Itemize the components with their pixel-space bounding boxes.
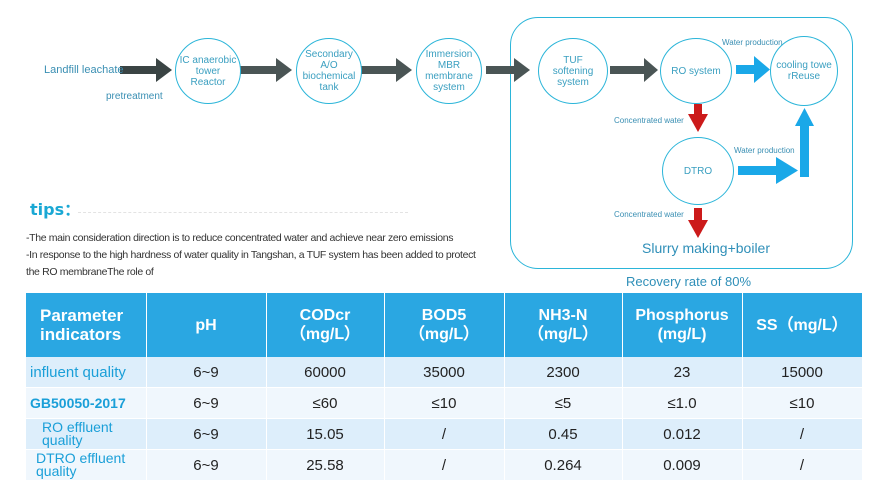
tips-divider — [78, 212, 408, 213]
node-ao-tank: Secondary A/O biochemical tank — [296, 38, 362, 104]
dark-arrow-1 — [120, 58, 172, 82]
cell-bod5: ≤10 — [384, 387, 505, 419]
cell-ss: / — [742, 418, 863, 450]
start-label: Landfill leachate — [44, 64, 124, 76]
cell-nh3n: 0.45 — [504, 418, 623, 450]
node-ro-system: RO system — [660, 38, 732, 104]
dark-arrow-2 — [240, 58, 292, 82]
node-mbr-system: Immersion MBR membrane system — [416, 38, 482, 104]
cell-ss: 15000 — [742, 357, 863, 388]
node-cooling-tower-label: cooling towe rReuse — [776, 60, 832, 82]
row-label: RO effluent quality — [26, 418, 147, 450]
red-arrow-ro-dtro — [688, 104, 708, 132]
dark-arrow-5 — [610, 58, 658, 82]
tips-line-2: -In response to the high hardness of wat… — [26, 249, 476, 261]
table-row: influent quality 6~9 60000 35000 2300 23… — [26, 357, 863, 388]
row-label: influent quality — [26, 357, 147, 388]
recovery-rate-label: Recovery rate of 80% — [626, 274, 752, 289]
node-ic-reactor-label: IC anaerobic tower Reactor — [179, 54, 237, 88]
header-phosphorus: Phosphorus (mg/L) — [622, 293, 743, 357]
cell-bod5: / — [384, 418, 505, 450]
tips-title: tips： — [30, 200, 81, 219]
table-row: GB50050-2017 6~9 ≤60 ≤10 ≤5 ≤1.0 ≤10 — [26, 387, 863, 419]
node-mbr-system-label: Immersion MBR membrane system — [425, 49, 473, 93]
node-ao-tank-label: Secondary A/O biochemical tank — [302, 49, 356, 93]
cell-phosphorus: 23 — [622, 357, 743, 388]
row-label: GB50050-2017 — [26, 387, 147, 419]
cell-ph: 6~9 — [146, 357, 267, 388]
cell-ph: 6~9 — [146, 418, 267, 450]
cell-phosphorus: ≤1.0 — [622, 387, 743, 419]
cell-nh3n: ≤5 — [504, 387, 623, 419]
tips-line-1: -The main consideration direction is to … — [26, 232, 454, 244]
node-ro-system-label: RO system — [671, 65, 721, 77]
header-nh3n: NH3-N （mg/L） — [504, 293, 623, 357]
table-row: RO effluent quality 6~9 15.05 / 0.45 0.0… — [26, 418, 863, 450]
process-frame — [510, 17, 853, 269]
cell-nh3n: 0.264 — [504, 449, 623, 481]
tips-line-3: the RO membraneThe role of — [26, 266, 154, 278]
cell-phosphorus: 0.012 — [622, 418, 743, 450]
cell-ss: / — [742, 449, 863, 481]
cell-codcr: ≤60 — [266, 387, 385, 419]
blue-arrow-dtro-right — [738, 157, 798, 184]
parameter-table: Parameter indicators pH CODcr （mg/L） BOD… — [26, 293, 863, 481]
table-row: DTRO effluent quality 6~9 25.58 / 0.264 … — [26, 449, 863, 481]
header-parameter: Parameter indicators — [26, 293, 147, 357]
node-tuf-system: TUF softening system — [538, 38, 608, 104]
cell-ss: ≤10 — [742, 387, 863, 419]
row-label: DTRO effluent quality — [26, 449, 147, 481]
header-codcr: CODcr （mg/L） — [266, 293, 385, 357]
cell-codcr: 15.05 — [266, 418, 385, 450]
header-bod5: BOD5 （mg/L） — [384, 293, 505, 357]
header-ph: pH — [146, 293, 267, 357]
flow-arrows — [120, 56, 814, 238]
node-tuf-system-label: TUF softening system — [552, 54, 594, 88]
node-ic-reactor: IC anaerobic tower Reactor — [175, 38, 241, 104]
blue-arrow-up-cooling — [795, 108, 814, 177]
pretreatment-label: pretreatment — [106, 91, 163, 102]
cell-ph: 6~9 — [146, 449, 267, 481]
cell-codcr: 25.58 — [266, 449, 385, 481]
slurry-label: Slurry making+boiler — [642, 240, 770, 256]
header-ss: SS（mg/L） — [742, 293, 863, 357]
cell-codcr: 60000 — [266, 357, 385, 388]
cell-ph: 6~9 — [146, 387, 267, 419]
concentrated-water-label-1: Concentrated water — [614, 116, 684, 125]
node-cooling-tower: cooling towe rReuse — [770, 36, 838, 106]
dark-arrow-4 — [486, 58, 530, 82]
concentrated-water-label-2: Concentrated water — [614, 210, 684, 219]
red-arrow-dtro-slurry — [688, 208, 708, 238]
blue-arrow-ro-cooling — [736, 56, 770, 83]
cell-nh3n: 2300 — [504, 357, 623, 388]
water-production-label-1: Water production — [722, 38, 783, 47]
node-dtro: DTRO — [662, 137, 734, 205]
water-production-label-2: Water production — [734, 146, 795, 155]
cell-bod5: 35000 — [384, 357, 505, 388]
node-dtro-label: DTRO — [683, 165, 713, 177]
dark-arrow-3 — [360, 58, 412, 82]
cell-phosphorus: 0.009 — [622, 449, 743, 481]
cell-bod5: / — [384, 449, 505, 481]
table-header-row: Parameter indicators pH CODcr （mg/L） BOD… — [26, 293, 863, 357]
